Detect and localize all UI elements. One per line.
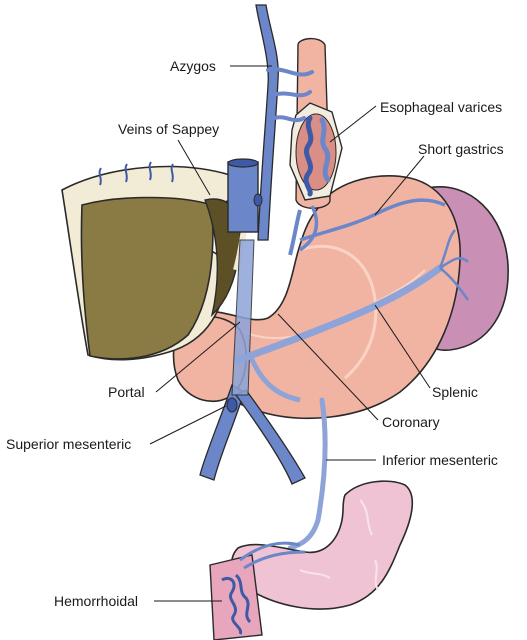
esophagus [289, 37, 343, 209]
label-superior-mesenteric: Superior mesenteric [6, 436, 131, 452]
label-esophageal-varices: Esophageal varices [380, 99, 502, 115]
leader-superior-mesenteric [149, 405, 227, 445]
azygos-vein [255, 4, 314, 241]
leader-portal [155, 321, 241, 393]
rectum [209, 541, 306, 640]
leader-splenic [374, 304, 431, 389]
label-hemorrhoidal: Hemorrhoidal [54, 593, 138, 609]
leader-lines [149, 65, 431, 602]
colon [230, 480, 414, 610]
leader-short-gastrics [374, 155, 425, 216]
leader-veins-of-sappey [177, 139, 211, 196]
leader-esophageal-varices [329, 105, 377, 143]
label-portal: Portal [108, 384, 145, 400]
label-short-gastrics: Short gastrics [418, 141, 504, 157]
label-inferior-mesenteric: Inferior mesenteric [382, 452, 498, 468]
leader-coronary [277, 313, 379, 421]
label-veins-of-sappey: Veins of Sappey [118, 121, 219, 137]
label-coronary: Coronary [382, 414, 440, 430]
label-azygos: Azygos [170, 58, 216, 74]
portal-veins [199, 193, 470, 551]
vena-cava [227, 158, 259, 233]
label-splenic: Splenic [432, 384, 478, 400]
